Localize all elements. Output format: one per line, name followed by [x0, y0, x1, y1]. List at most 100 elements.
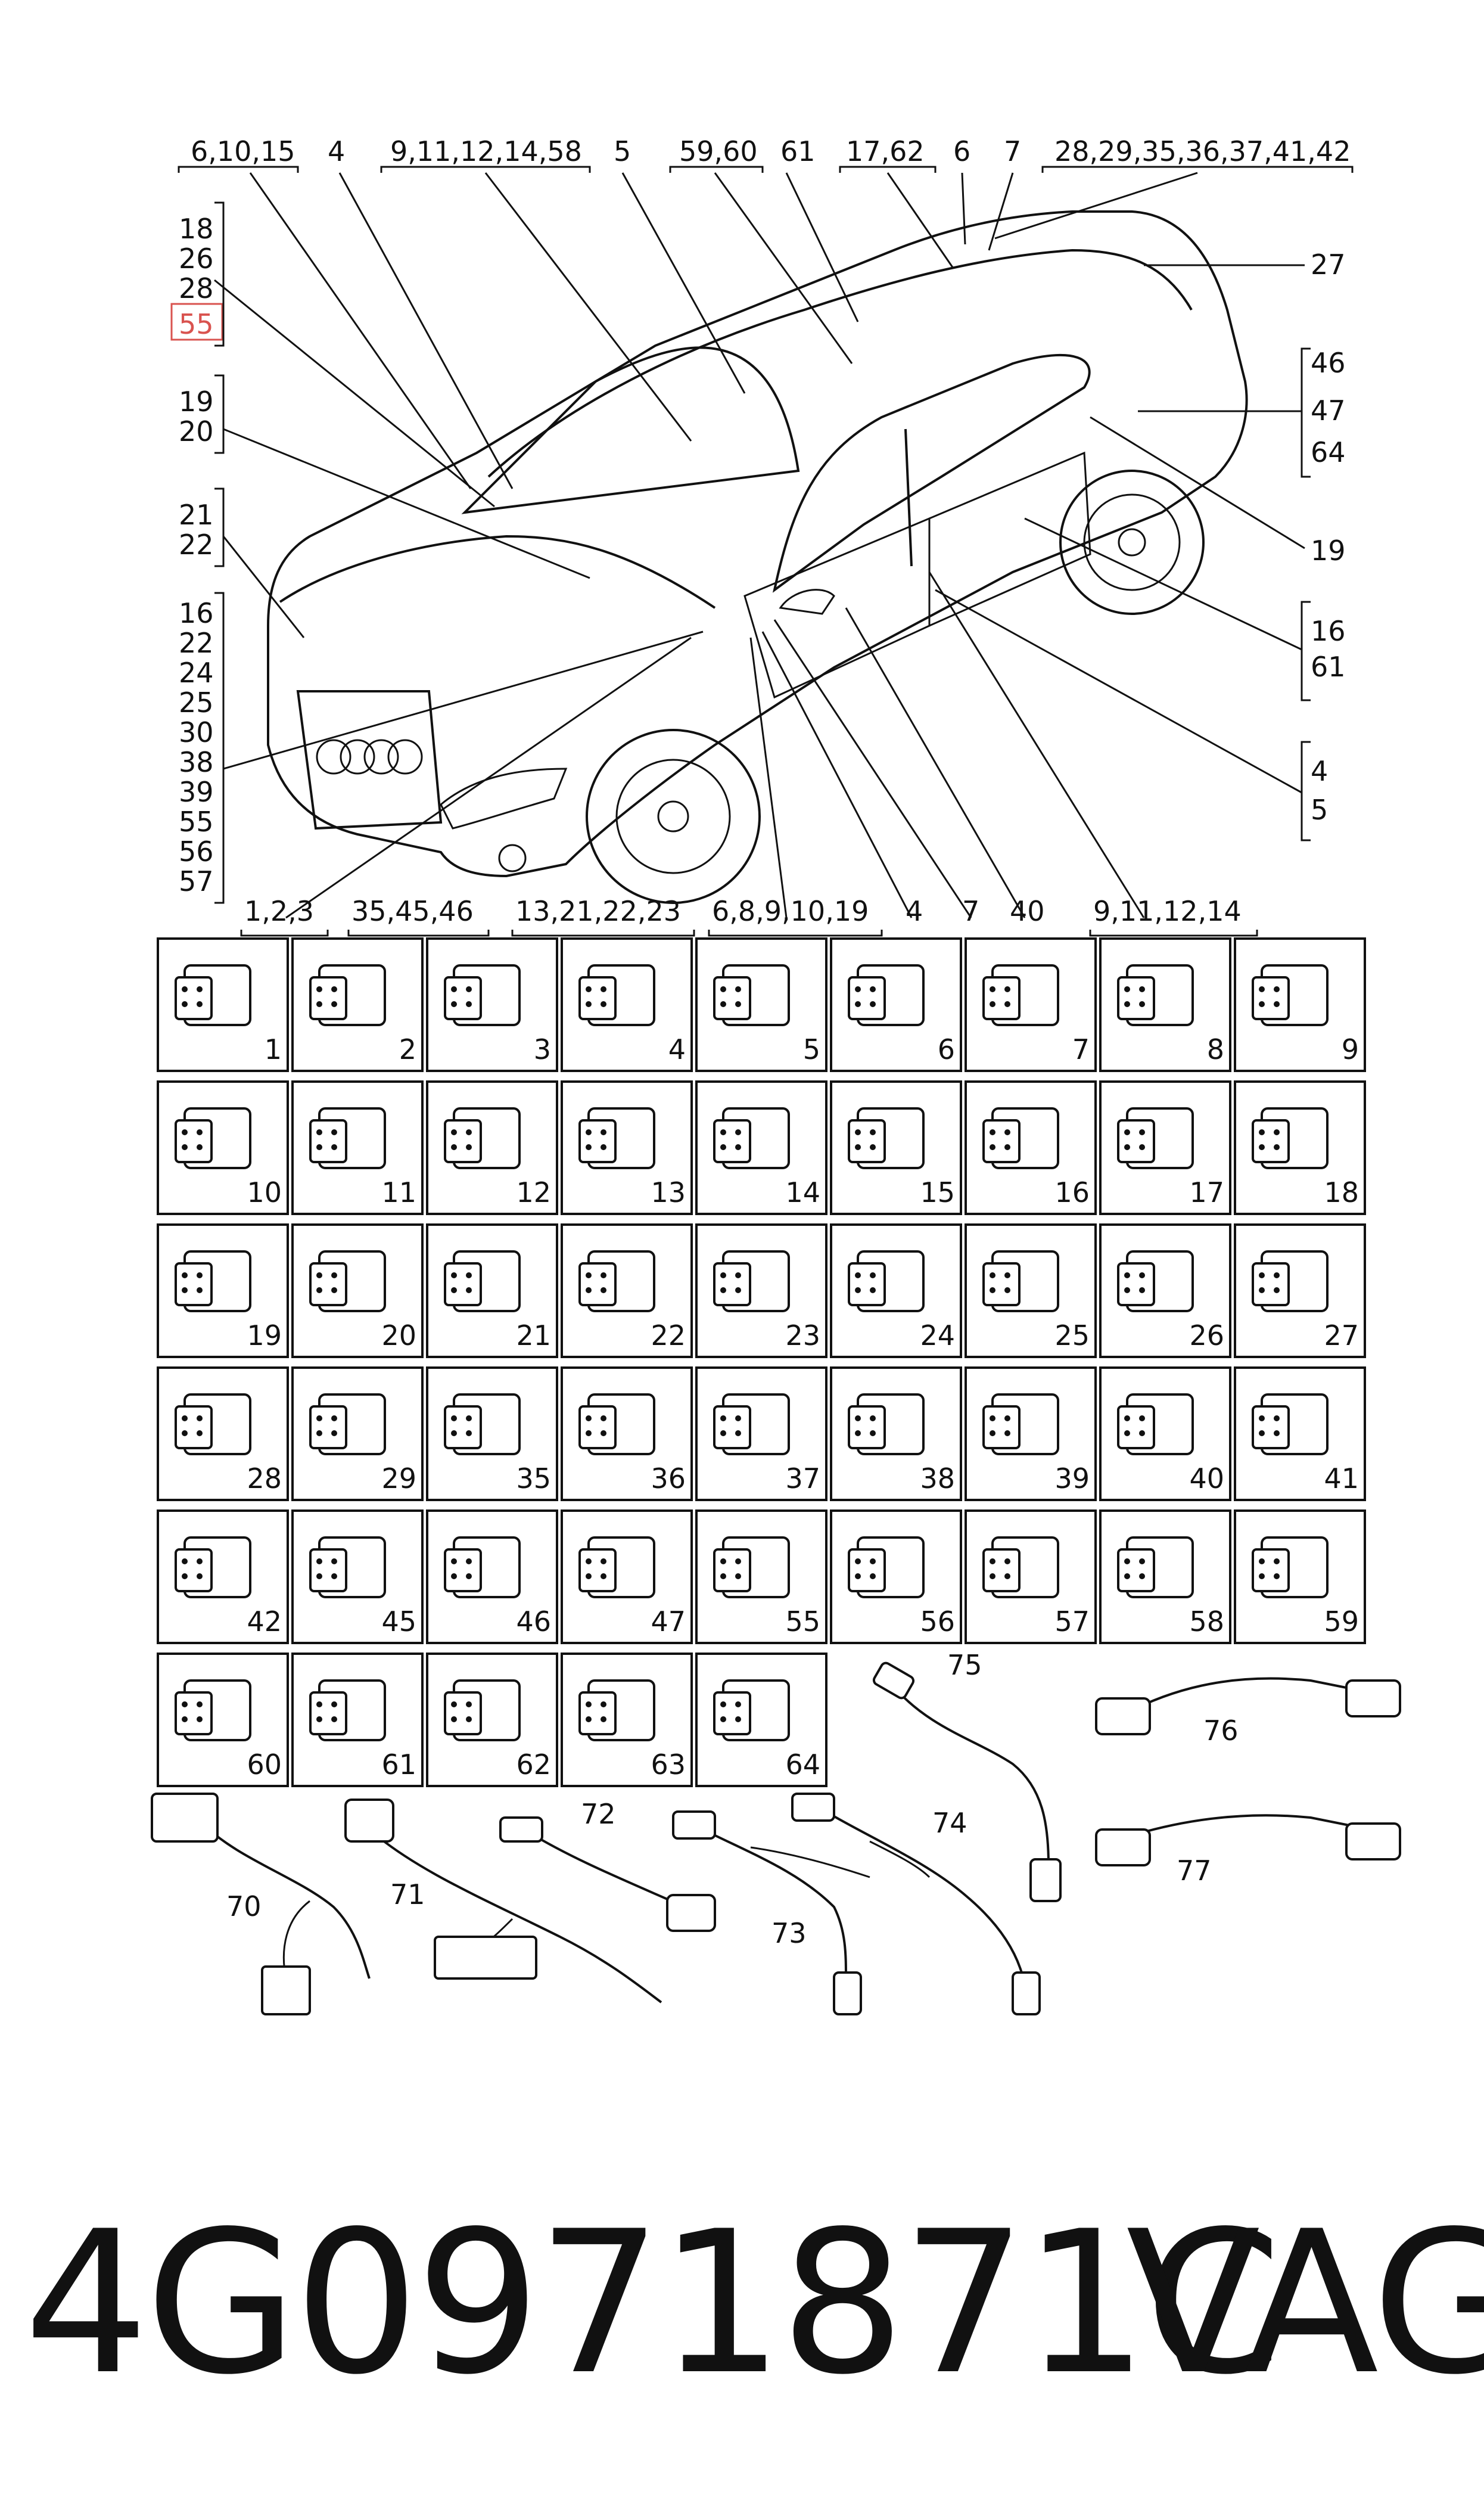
pin-icon	[586, 1129, 592, 1135]
part-cell-15[interactable]: 15	[830, 1080, 962, 1215]
part-cell-8[interactable]: 8	[1099, 937, 1231, 1072]
callouts-top: 6,10,15 4 9,11,12,14,58 5 59,60 61 17,62…	[178, 135, 1354, 173]
callout-left: 38	[179, 746, 214, 778]
callout-left: 22	[179, 627, 214, 659]
part-cell-63[interactable]: 63	[561, 1653, 693, 1787]
callout-left: 24	[179, 657, 214, 689]
part-cell-59[interactable]: 59	[1234, 1509, 1366, 1644]
pin-icon	[1124, 1415, 1130, 1421]
pin-icon	[1274, 1287, 1280, 1293]
pin-icon	[197, 1573, 203, 1579]
pin-icon	[466, 1430, 472, 1436]
part-cell-62[interactable]: 62	[426, 1653, 558, 1787]
part-cell-56[interactable]: 56	[830, 1509, 962, 1644]
part-number-label: 64	[785, 1748, 820, 1781]
part-cell-47[interactable]: 47	[561, 1509, 693, 1644]
pin-icon	[182, 1415, 188, 1421]
pin-icon	[1004, 1001, 1010, 1007]
connector-face-icon	[578, 1691, 617, 1735]
part-cell-12[interactable]: 12	[426, 1080, 558, 1215]
callout-left: 55	[179, 806, 214, 838]
part-cell-60[interactable]: 60	[157, 1653, 289, 1787]
pin-icon	[586, 1144, 592, 1150]
part-cell-29[interactable]: 29	[291, 1366, 424, 1501]
part-cell-23[interactable]: 23	[695, 1223, 827, 1358]
part-cell-6[interactable]: 6	[830, 937, 962, 1072]
pin-icon	[1139, 1272, 1145, 1278]
part-cell-10[interactable]: 10	[157, 1080, 289, 1215]
part-cell-28[interactable]: 28	[157, 1366, 289, 1501]
part-number-label: 28	[247, 1462, 282, 1495]
part-number-label: 60	[247, 1748, 282, 1781]
part-cell-58[interactable]: 58	[1099, 1509, 1231, 1644]
part-cell-35[interactable]: 35	[426, 1366, 558, 1501]
pin-icon	[1274, 1129, 1280, 1135]
pin-icon	[601, 1573, 606, 1579]
part-cell-4[interactable]: 4	[561, 937, 693, 1072]
pin-icon	[601, 1144, 606, 1150]
part-cell-27[interactable]: 27	[1234, 1223, 1366, 1358]
pin-icon	[316, 1573, 322, 1579]
pin-icon	[990, 1144, 995, 1150]
part-number-label: 39	[1054, 1462, 1090, 1495]
pin-icon	[1124, 1430, 1130, 1436]
part-number-label: 63	[651, 1748, 686, 1781]
callout-left: 20	[179, 415, 214, 448]
pin-icon	[1004, 1144, 1010, 1150]
connector-face-icon	[578, 1405, 617, 1449]
pin-icon	[855, 986, 861, 992]
connector-face-icon	[1117, 976, 1155, 1020]
callout-left: 22	[179, 529, 214, 561]
part-cell-5[interactable]: 5	[695, 937, 827, 1072]
pin-icon	[182, 1001, 188, 1007]
part-cell-39[interactable]: 39	[965, 1366, 1097, 1501]
pin-icon	[331, 1573, 337, 1579]
part-cell-26[interactable]: 26	[1099, 1223, 1231, 1358]
part-number-label: 35	[516, 1462, 551, 1495]
part-cell-20[interactable]: 20	[291, 1223, 424, 1358]
part-cell-19[interactable]: 19	[157, 1223, 289, 1358]
part-cell-2[interactable]: 2	[291, 937, 424, 1072]
part-cell-11[interactable]: 11	[291, 1080, 424, 1215]
part-cell-16[interactable]: 16	[965, 1080, 1097, 1215]
part-number-label: 45	[381, 1605, 416, 1638]
part-cell-45[interactable]: 45	[291, 1509, 424, 1644]
callout-left: 25	[179, 687, 214, 719]
part-cell-57[interactable]: 57	[965, 1509, 1097, 1644]
pin-icon	[990, 1573, 995, 1579]
part-cell-14[interactable]: 14	[695, 1080, 827, 1215]
connector-face-icon	[713, 1548, 751, 1592]
part-cell-36[interactable]: 36	[561, 1366, 693, 1501]
part-cell-13[interactable]: 13	[561, 1080, 693, 1215]
part-cell-17[interactable]: 17	[1099, 1080, 1231, 1215]
part-cell-1[interactable]: 1	[157, 937, 289, 1072]
part-cell-38[interactable]: 38	[830, 1366, 962, 1501]
callout-bottom: 7	[962, 895, 979, 927]
part-cell-21[interactable]: 21	[426, 1223, 558, 1358]
pin-icon	[182, 1558, 188, 1564]
part-cell-61[interactable]: 61	[291, 1653, 424, 1787]
part-cell-55[interactable]: 55	[695, 1509, 827, 1644]
part-cell-18[interactable]: 18	[1234, 1080, 1366, 1215]
pin-icon	[182, 986, 188, 992]
pin-icon	[855, 1287, 861, 1293]
part-cell-25[interactable]: 25	[965, 1223, 1097, 1358]
part-cell-42[interactable]: 42	[157, 1509, 289, 1644]
part-cell-24[interactable]: 24	[830, 1223, 962, 1358]
part-number-label: 42	[247, 1605, 282, 1638]
part-cell-9[interactable]: 9	[1234, 937, 1366, 1072]
cable-label-74: 74	[932, 1807, 967, 1839]
part-cell-7[interactable]: 7	[965, 937, 1097, 1072]
part-cell-64[interactable]: 64	[695, 1653, 827, 1787]
pin-icon	[316, 1144, 322, 1150]
part-cell-37[interactable]: 37	[695, 1366, 827, 1501]
part-cell-3[interactable]: 3	[426, 937, 558, 1072]
part-cell-41[interactable]: 41	[1234, 1366, 1366, 1501]
part-cell-40[interactable]: 40	[1099, 1366, 1231, 1501]
part-cell-46[interactable]: 46	[426, 1509, 558, 1644]
pin-icon	[735, 1129, 741, 1135]
part-cell-22[interactable]: 22	[561, 1223, 693, 1358]
pin-icon	[331, 1144, 337, 1150]
pin-icon	[720, 986, 726, 992]
pin-icon	[855, 1558, 861, 1564]
